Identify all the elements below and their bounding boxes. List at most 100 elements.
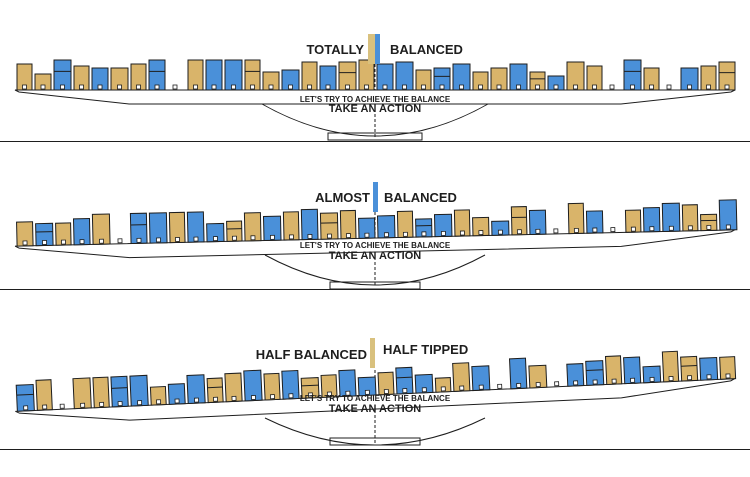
block-marker: [535, 382, 541, 388]
block-marker: [307, 84, 312, 90]
block-marker: [22, 240, 28, 246]
block: [243, 369, 263, 402]
block-marker: [213, 396, 219, 402]
block: [585, 360, 605, 386]
block-marker: [117, 84, 122, 90]
block: [604, 355, 623, 385]
block-marker: [649, 376, 655, 382]
block: [338, 369, 357, 398]
block-marker: [478, 84, 483, 90]
divider-2: [0, 289, 750, 290]
block-marker: [535, 84, 540, 90]
block-marker: [706, 84, 711, 90]
block: [149, 385, 167, 406]
block-marker: [668, 376, 674, 382]
block: [567, 202, 585, 235]
block-divider: [680, 364, 698, 367]
balance-scene-3: HALF BALANCED HALF TIPPED LET'S TRY TO A…: [0, 300, 750, 450]
block: [243, 212, 262, 242]
beam-assembly-1: [14, 59, 736, 105]
block-marker: [666, 84, 672, 90]
action-label-2: TAKE AN ACTION: [328, 250, 422, 262]
block-marker: [326, 391, 332, 397]
block: [358, 59, 375, 91]
block-marker: [231, 395, 237, 401]
block-marker: [609, 84, 615, 90]
seesaw-3: [15, 350, 737, 446]
block-marker: [193, 236, 199, 242]
block: [91, 67, 109, 91]
block: [643, 67, 660, 91]
block: [661, 350, 680, 383]
block-marker: [706, 374, 712, 380]
block-marker: [402, 84, 407, 90]
block: [148, 212, 168, 244]
block: [472, 71, 489, 91]
block: [434, 377, 452, 393]
block: [415, 218, 433, 238]
block: [452, 63, 471, 91]
block: [72, 217, 91, 246]
block: [338, 61, 357, 91]
block-marker: [99, 401, 105, 407]
block: [73, 65, 90, 91]
block-marker: [478, 384, 484, 390]
block: [262, 215, 282, 242]
block-marker: [232, 235, 237, 241]
block: [700, 213, 718, 232]
block: [357, 376, 377, 397]
state-indicator-1b: [375, 34, 380, 64]
block-marker: [79, 84, 84, 90]
block-marker: [516, 84, 521, 90]
block-marker: [649, 84, 654, 90]
block-marker: [668, 225, 674, 231]
block-marker: [22, 84, 27, 90]
block-marker: [174, 398, 180, 404]
caption-1: LET'S TRY TO ACHIEVE THE BALANCE: [299, 95, 451, 104]
block-marker: [42, 404, 48, 410]
block: [92, 376, 110, 409]
block: [339, 209, 357, 240]
block: [167, 383, 186, 405]
block: [300, 208, 319, 241]
block-marker: [706, 224, 712, 230]
block-marker: [554, 381, 560, 387]
block: [472, 216, 490, 237]
block: [547, 75, 565, 91]
block-marker: [497, 383, 503, 389]
block: [510, 206, 528, 236]
block: [35, 222, 54, 247]
block: [206, 222, 225, 243]
block: [130, 63, 147, 91]
block: [699, 356, 719, 381]
block: [281, 69, 300, 91]
block: [205, 59, 223, 91]
block: [206, 377, 224, 404]
block-marker: [97, 84, 103, 90]
block: [566, 61, 585, 91]
block: [528, 364, 548, 389]
block-marker: [610, 227, 616, 233]
block-marker: [649, 226, 655, 232]
block-marker: [497, 229, 503, 235]
block: [509, 63, 528, 91]
block-marker: [364, 232, 370, 238]
block-marker: [383, 232, 389, 238]
block: [453, 209, 471, 237]
seesaw-2: [14, 199, 738, 290]
block-divider: [586, 369, 604, 372]
block: [319, 65, 337, 91]
block: [53, 59, 72, 91]
block: [262, 71, 280, 91]
block: [661, 202, 681, 232]
block: [376, 215, 396, 239]
block-marker: [459, 230, 465, 236]
block: [15, 383, 35, 412]
block: [16, 221, 34, 247]
block-marker: [79, 239, 85, 245]
state-label-left-2: ALMOST: [315, 190, 370, 205]
block: [642, 365, 662, 384]
action-label-1: TAKE AN ACTION: [328, 103, 422, 115]
block: [623, 356, 642, 385]
block: [224, 59, 243, 91]
